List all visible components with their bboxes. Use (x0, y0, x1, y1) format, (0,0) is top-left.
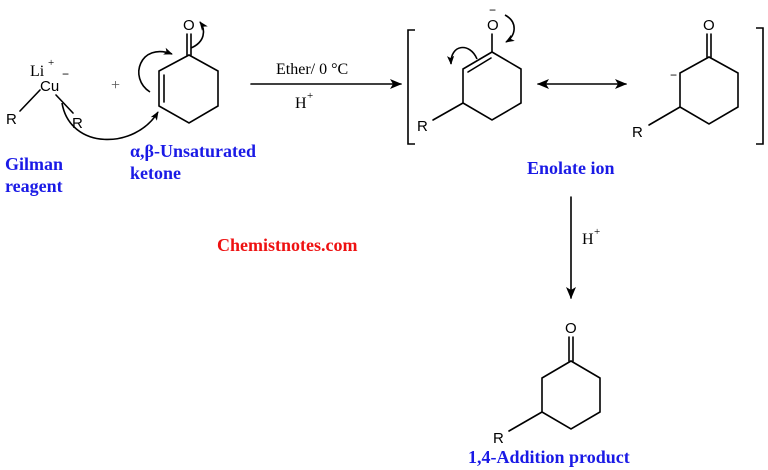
carbanion-charge: − (670, 68, 677, 82)
cu-r-bond-right (55, 94, 74, 114)
copper-atom: Cu (40, 78, 59, 95)
lithium-charge: + (48, 57, 54, 69)
right-bracket (756, 27, 764, 145)
product-r-group: R (493, 430, 504, 447)
reaction-condition-bottom-sup: + (307, 90, 313, 102)
enone-structure: O (138, 17, 219, 124)
curly-arrow-carbonyl (190, 21, 208, 49)
product-label: 1,4-Addition product (468, 447, 630, 467)
gilman-label-line1: Gilman (5, 154, 63, 174)
protonation-reagent-sup: + (594, 226, 600, 238)
curly-arrow-nucleophilic-attack (61, 102, 159, 141)
enolate-ion-label: Enolate ion (527, 158, 615, 178)
plus-sign: + (111, 77, 120, 94)
enolate-oxygen: O (487, 17, 499, 34)
curly-arrow-oxygen-lone-pair (504, 14, 515, 43)
product-ring (541, 360, 601, 430)
enolate-double-bond (467, 57, 492, 73)
gilman-label-line2: reagent (5, 176, 63, 196)
carbanion-ring (679, 56, 739, 125)
enolate-form-structure: O − R (417, 3, 522, 135)
curly-arrow-pi-to-carbon (447, 46, 478, 65)
r-group-left: R (6, 111, 17, 128)
left-bracket (407, 29, 415, 145)
carbanion-form-structure: O − R (632, 17, 739, 141)
enolate-r-group: R (417, 118, 428, 135)
product-oxygen: O (565, 320, 577, 337)
carbanion-r-group: R (632, 124, 643, 141)
product-structure: O R (493, 320, 601, 447)
protonation-reagent: H (582, 231, 594, 248)
lithium-atom: Li (30, 63, 45, 80)
enone-ring (158, 54, 219, 124)
r-group-right: R (72, 115, 83, 132)
enone-oxygen: O (183, 17, 195, 34)
curly-arrow-pi-shift (138, 47, 173, 93)
enolate-oxygen-charge: − (489, 3, 496, 17)
gilman-reagent-structure: Li + Cu − R R (6, 57, 159, 141)
reaction-condition-bottom: H (295, 95, 307, 112)
watermark-text: Chemistnotes.com (217, 235, 357, 255)
copper-charge: − (62, 67, 69, 81)
carbanion-oxygen: O (703, 17, 715, 34)
enolate-ring (462, 51, 522, 121)
cu-r-bond-left (19, 89, 41, 112)
enone-label-line2: ketone (130, 163, 181, 183)
enone-label-line1: α,β-Unsaturated (130, 141, 256, 161)
reaction-condition-top: Ether/ 0 °C (276, 61, 348, 78)
